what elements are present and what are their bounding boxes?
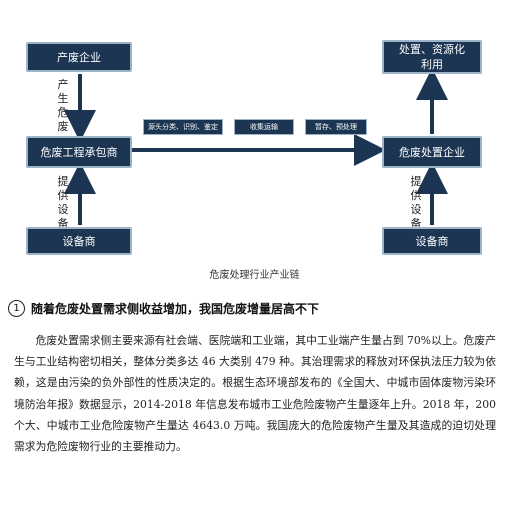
industry-chain-diagram: 产废企业 产生危废 危废工程承包商 提供设备 设备商 源头分类、识别、鉴定 收集… xyxy=(26,40,482,255)
generate-hazard-label: 产生危废 xyxy=(57,78,69,133)
diagram-caption: 危废处理行业产业链 xyxy=(209,270,300,281)
section-title: 随着危废处置需求侧收益增加，我国危废增量居高不下 xyxy=(31,302,320,316)
disposal-utilization-box: 处置、资源化利用 xyxy=(382,40,482,74)
hazard-enterprise-box: 产废企业 xyxy=(26,42,132,72)
section-number: 1 xyxy=(8,300,25,317)
stage-storage-pretreatment: 暂存、预处理 xyxy=(305,119,367,135)
equipment-right-box: 设备商 xyxy=(382,227,482,255)
stage-collection-transport: 收集运输 xyxy=(234,119,294,135)
section-paragraph: 危废处置需求侧主要来源有社会端、医院端和工业端，其中工业端产生量占到 70%以上… xyxy=(14,334,496,454)
disposal-enterprise-box: 危废处置企业 xyxy=(382,136,482,168)
stage-source-classification: 源头分类、识别、鉴定 xyxy=(143,119,223,135)
connector-arrows xyxy=(64,68,448,225)
section-heading: 1 随着危废处置需求侧收益增加，我国危废增量居高不下 xyxy=(8,300,503,317)
contractor-box: 危废工程承包商 xyxy=(26,136,132,168)
provide-equipment-right-label: 提供设备 xyxy=(410,175,422,230)
equipment-left-box: 设备商 xyxy=(26,227,132,255)
provide-equipment-left-label: 提供设备 xyxy=(57,175,69,230)
